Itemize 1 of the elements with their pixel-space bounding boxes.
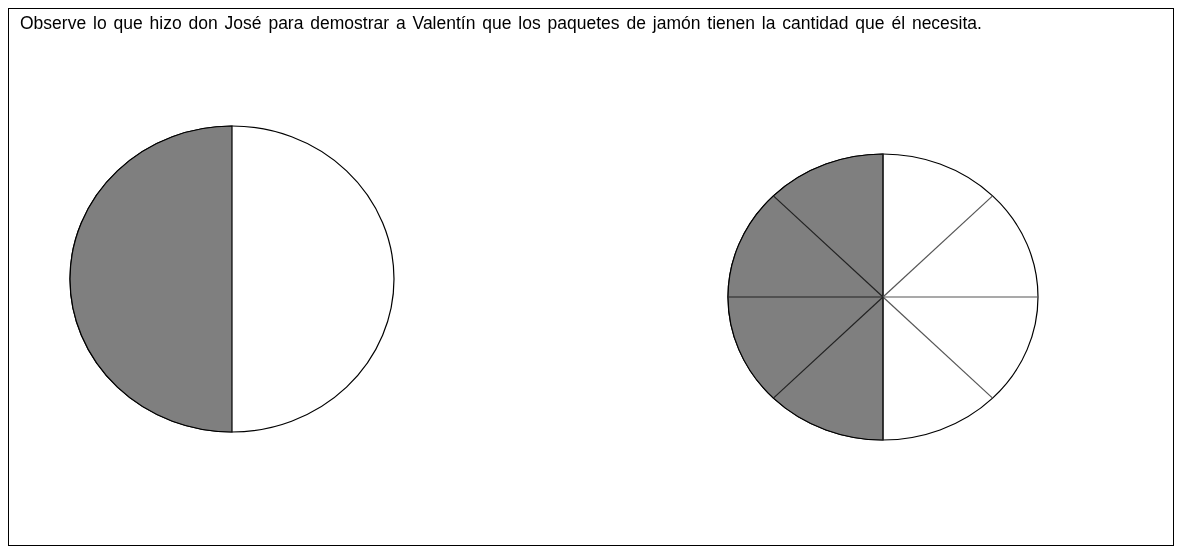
instruction-text: Observe lo que hizo don José para demostrar a Valentín que los paquetes de jamón tienen la cantidad que él necesita. bbox=[20, 12, 983, 35]
